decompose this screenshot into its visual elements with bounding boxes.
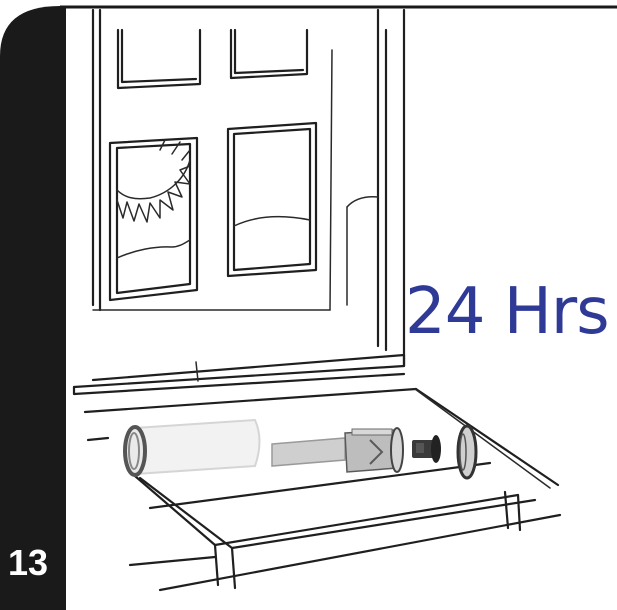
- window-icon: [74, 10, 404, 394]
- side-tab: [0, 6, 66, 610]
- sun-icon: [117, 140, 190, 222]
- ledge: [85, 389, 560, 590]
- duration-label: 24 Hrs: [405, 272, 609, 352]
- drying-parts-icon: [125, 420, 476, 478]
- step-number: 13: [8, 541, 62, 585]
